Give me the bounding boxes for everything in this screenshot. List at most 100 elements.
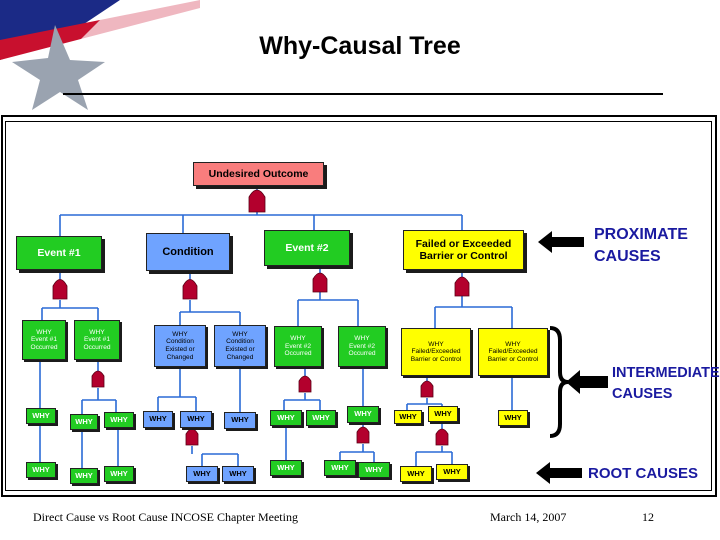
diagram-frame-inner [5, 121, 712, 491]
why-box: WHY [222, 466, 254, 482]
diagram-frame [1, 115, 717, 497]
why-detail: Failed/Exceeded Barrier or Control [410, 348, 462, 363]
event-1-box: Event #1 [16, 236, 102, 270]
and-gate-icon [185, 428, 199, 446]
why-detail: Event #2 Occurred [284, 342, 312, 358]
condition-label: Condition [162, 245, 214, 258]
why-label: WHY [407, 468, 425, 478]
why-box: WHY [347, 406, 379, 423]
why-box: WHY [306, 410, 336, 426]
why-label: WHY [172, 330, 188, 338]
why-label: WHY [504, 412, 522, 422]
why-box: WHY [186, 466, 218, 482]
undesired-outcome-box: Undesired Outcome [193, 162, 324, 186]
why-label: WHY [149, 414, 167, 424]
and-gate-icon [356, 426, 370, 444]
why-label: WHY [290, 335, 306, 343]
why-label: WHY [354, 335, 370, 343]
why-label: WHY [89, 328, 105, 336]
star-logo [0, 0, 200, 110]
why-box: WHY [180, 411, 212, 428]
and-gate-icon [298, 375, 312, 393]
why-label: WHY [110, 414, 128, 424]
page-number: 12 [642, 510, 654, 524]
why-box: WHY [428, 406, 458, 422]
why-label: WHY [32, 410, 50, 420]
and-gate-icon [454, 276, 470, 297]
why-label: WHY [193, 468, 211, 478]
why-box: WHY [400, 466, 432, 482]
why-label: WHY [32, 464, 50, 474]
undesired-outcome-label: Undesired Outcome [208, 167, 309, 180]
why-box: WHY [394, 410, 422, 424]
why-label: WHY [110, 468, 128, 478]
why-label: WHY [443, 466, 461, 476]
why-label: WHY [75, 416, 93, 426]
footer-date: March 14, 2007 [490, 510, 567, 524]
why-box: WHY [143, 411, 173, 428]
why-box: WHY [104, 412, 134, 428]
why-detail: Event #2 Occurred [348, 342, 376, 358]
why-label: WHY [428, 340, 444, 348]
why-box: WHY [224, 412, 256, 429]
why-label: WHY [331, 462, 349, 472]
why-box: WHY [498, 410, 528, 426]
and-gate-icon [435, 428, 449, 446]
why-box: WHY [26, 462, 56, 478]
event-2-label: Event #2 [285, 241, 329, 254]
title-underline [63, 93, 663, 95]
why-label: WHY [231, 415, 249, 425]
proximate-causes-label: PROXIMATE CAUSES [594, 226, 688, 265]
why-label: WHY [505, 340, 521, 348]
why-detail: Condition Existed or Changed [225, 338, 255, 361]
why-box: WHY [104, 466, 134, 482]
and-gate-icon [91, 370, 105, 388]
failed-barrier-label: Failed or Exceeded Barrier or Control [415, 237, 512, 262]
why-label: WHY [354, 409, 372, 419]
why-box: WHY [70, 468, 98, 484]
why-box: WHY [270, 460, 302, 476]
why-label: WHY [434, 408, 452, 418]
failed-barrier-box: Failed or Exceeded Barrier or Control [403, 230, 524, 270]
why-label: WHY [312, 412, 330, 422]
why-label: WHY [365, 464, 383, 474]
why-label: WHY [399, 411, 417, 421]
why-box: WHY [324, 460, 356, 476]
intermediate-brace-icon [549, 326, 608, 438]
proximate-arrow-icon [538, 231, 584, 253]
condition-box: Condition [146, 233, 230, 271]
why-label: WHY [229, 468, 247, 478]
event-1-label: Event #1 [37, 246, 81, 259]
page-title: Why-Causal Tree [259, 32, 461, 60]
why-box: WHY [436, 464, 468, 480]
why-box: WHY [26, 408, 56, 424]
and-gate-icon [420, 380, 434, 398]
why-label: WHY [277, 412, 295, 422]
why-detail: Event #1 Occurred [83, 336, 111, 351]
and-gate-icon [248, 189, 266, 213]
why-label: WHY [187, 414, 205, 424]
root-causes-label: ROOT CAUSES [588, 465, 699, 482]
footer-text: Direct Cause vs Root Cause INCOSE Chapte… [33, 510, 298, 524]
why-detail: Event #1 Occurred [30, 336, 58, 351]
why-label: WHY [277, 462, 295, 472]
and-gate-icon [312, 272, 328, 293]
why-label: WHY [75, 470, 93, 480]
why-detail: Failed/Exceeded Barrier or Control [487, 348, 539, 363]
root-arrow-icon [536, 462, 582, 484]
why-box: WHY [358, 462, 390, 478]
why-label: WHY [232, 330, 248, 338]
and-gate-icon [52, 279, 68, 300]
event-2-box: Event #2 [264, 230, 350, 266]
and-gate-icon [182, 279, 198, 300]
why-box: WHY [70, 414, 98, 430]
